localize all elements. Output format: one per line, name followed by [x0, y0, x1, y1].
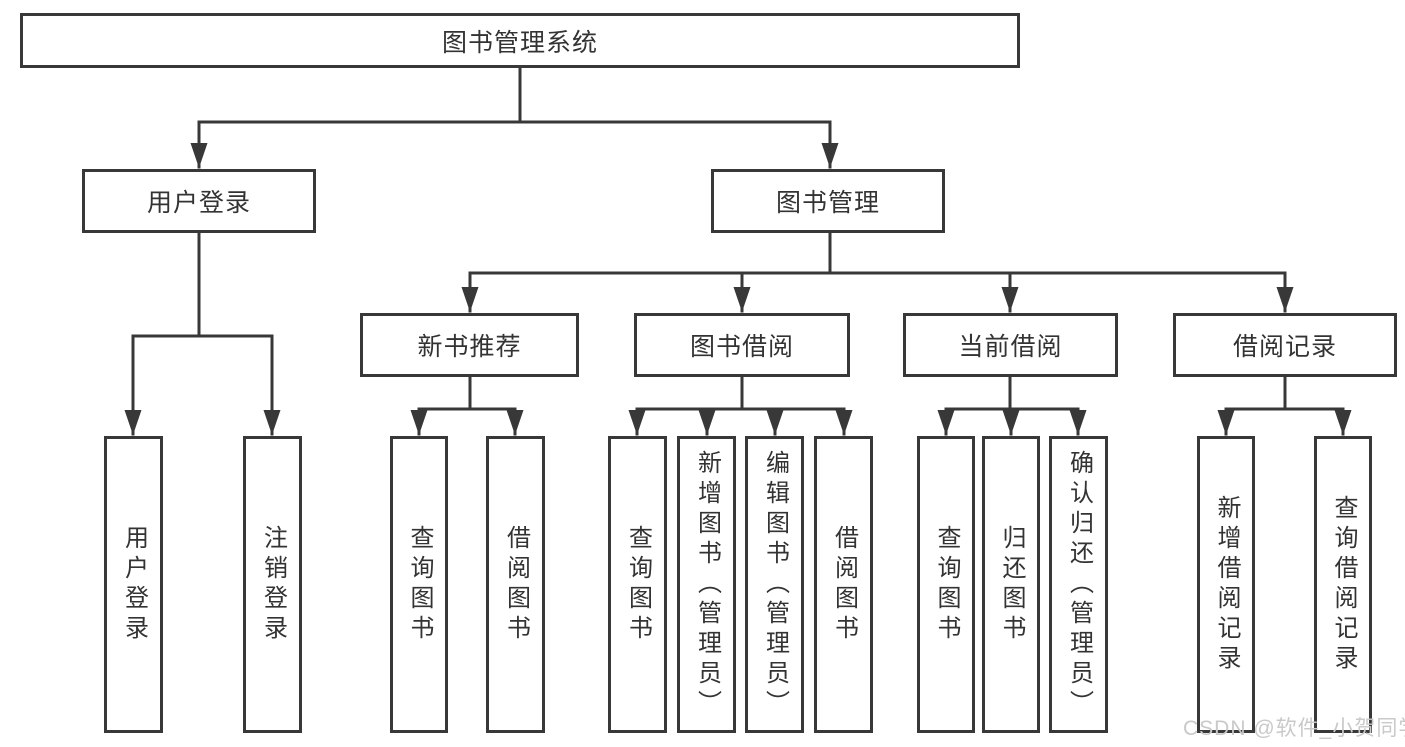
leaf-label: 用户登录: [120, 524, 148, 645]
leaf-logout: 注销登录: [243, 436, 302, 733]
node-label: 当前借阅: [958, 333, 1063, 361]
leaf-edit-book-admin: 编辑图书（管理员）: [745, 436, 804, 733]
node-label: 图书管理系统: [441, 28, 598, 57]
leaf-label: 查询图书: [406, 524, 433, 645]
leaf-borrow-book-recommend: 借阅图书: [486, 436, 545, 733]
leaf-label: 新增图书（管理员）: [693, 449, 721, 720]
leaf-label: 新增借阅记录: [1213, 494, 1240, 675]
leaf-label: 注销登录: [259, 524, 287, 645]
node-label: 借阅记录: [1232, 333, 1337, 361]
leaf-query-book-recommend: 查询图书: [390, 436, 448, 733]
leaf-add-borrow-record: 新增借阅记录: [1197, 436, 1255, 733]
node-user-login: 用户登录: [82, 169, 316, 233]
node-label: 图书管理: [775, 189, 880, 217]
leaf-label: 查询借阅记录: [1330, 494, 1357, 675]
leaf-add-book-admin: 新增图书（管理员）: [677, 436, 736, 733]
leaf-label: 查询图书: [933, 524, 960, 645]
csdn-watermark: CSDN @软件_小贺同学: [1183, 717, 1405, 740]
leaf-query-book-current: 查询图书: [917, 436, 975, 733]
node-label: 图书借阅: [689, 333, 794, 361]
node-label: 用户登录: [146, 189, 251, 217]
node-borrow-record: 借阅记录: [1173, 313, 1397, 377]
node-current-borrow: 当前借阅: [903, 313, 1118, 377]
leaf-borrow-book: 借阅图书: [814, 436, 873, 733]
leaf-user-login: 用户登录: [104, 436, 163, 733]
node-label: 新书推荐: [417, 333, 522, 361]
leaf-query-book-borrow: 查询图书: [608, 436, 667, 733]
leaf-label: 借阅图书: [830, 524, 858, 645]
leaf-label: 借阅图书: [502, 524, 530, 645]
leaf-label: 编辑图书（管理员）: [761, 449, 789, 720]
leaf-query-borrow-record: 查询借阅记录: [1314, 436, 1372, 733]
node-book-borrow: 图书借阅: [634, 313, 850, 377]
node-book-management: 图书管理: [711, 169, 945, 233]
leaf-label: 查询图书: [624, 524, 652, 645]
leaf-label: 确认归还（管理员）: [1065, 449, 1093, 720]
node-new-book-recommend: 新书推荐: [360, 313, 579, 377]
leaf-label: 归还图书: [998, 524, 1025, 645]
node-library-system: 图书管理系统: [20, 13, 1020, 68]
leaf-return-book: 归还图书: [982, 436, 1040, 733]
leaf-confirm-return-admin: 确认归还（管理员）: [1049, 436, 1108, 733]
